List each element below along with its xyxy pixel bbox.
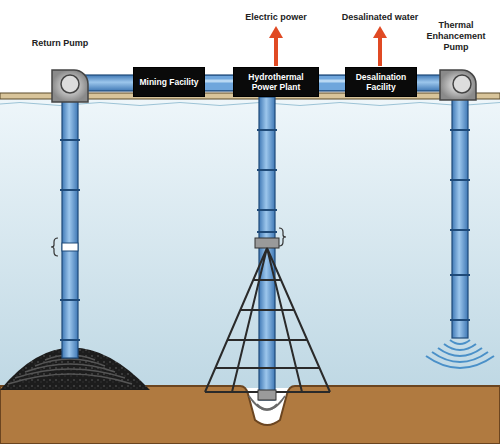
pipe-connector xyxy=(205,76,233,90)
output-label: Desalinated water xyxy=(330,12,430,23)
pump-label: Return Pump xyxy=(30,38,90,49)
facility-box: Mining Facility xyxy=(133,67,205,97)
frame-collar xyxy=(255,238,279,248)
facility-box: Desalination Facility xyxy=(345,67,417,97)
facility-box: Hydrothermal Power Plant xyxy=(233,67,319,97)
pump-label: Thermal Enhancement Pump xyxy=(421,20,491,53)
facility-name: Mining Facility xyxy=(135,75,202,89)
pipe-nozzle xyxy=(258,390,276,400)
facility-name: Hydrothermal Power Plant xyxy=(234,70,318,94)
seabed xyxy=(0,386,500,444)
pipe-gap xyxy=(62,243,78,251)
facility-name: Desalination Facility xyxy=(346,70,416,94)
injection-waves xyxy=(426,340,494,368)
vent-frame xyxy=(205,248,330,392)
pipe-connector xyxy=(319,76,345,90)
output-arrows xyxy=(269,26,387,66)
pipe-highlight xyxy=(205,80,233,83)
pipe-highlight xyxy=(319,80,345,83)
suction-waves xyxy=(8,355,132,384)
brackets xyxy=(51,228,286,256)
output-label: Electric power xyxy=(231,12,321,23)
pipe-joints xyxy=(60,130,470,340)
pipes xyxy=(62,75,468,400)
